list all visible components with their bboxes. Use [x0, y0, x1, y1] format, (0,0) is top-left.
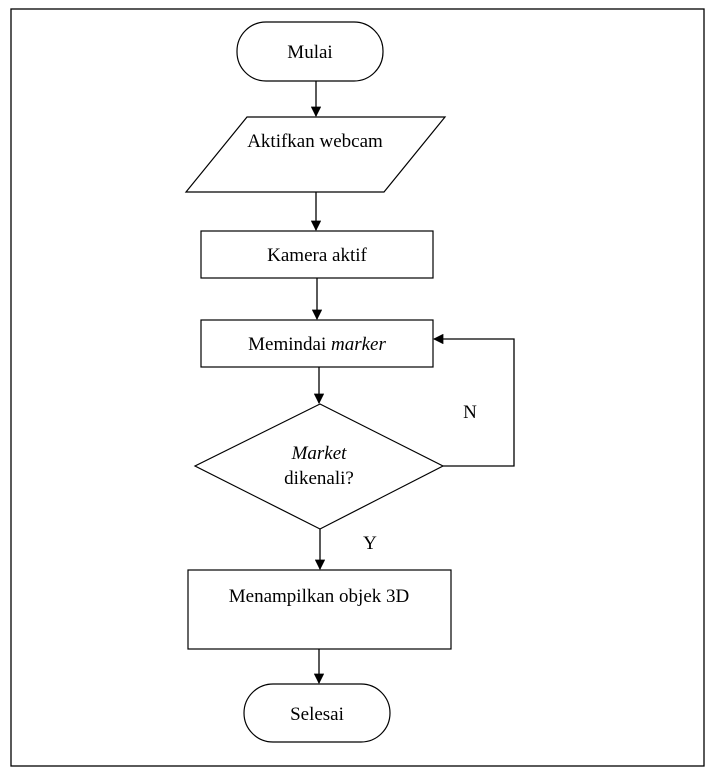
decision-line-1: Market — [291, 443, 348, 464]
input-parallelogram: Aktifkan webcam — [184, 116, 447, 193]
edge-label-yes: Y — [363, 533, 377, 554]
camera-label: Kamera aktif — [267, 245, 367, 266]
decision-line-2: dikenali? — [284, 468, 354, 489]
start-label: Mulai — [287, 42, 332, 63]
display-process-box: Menampilkan objek 3D — [187, 569, 452, 650]
start-terminator: Mulai — [236, 21, 384, 82]
edge-decision-no-loop — [432, 333, 515, 467]
scan-label-emphasis: marker — [331, 334, 386, 355]
scan-process-box: Memindai marker — [200, 319, 434, 368]
input-label: Aktifkan webcam — [247, 131, 383, 152]
edge-label-no: N — [463, 402, 477, 423]
decision-diamond: Market dikenali? — [193, 403, 445, 530]
outer-frame — [10, 8, 705, 767]
display-label: Menampilkan objek 3D — [229, 586, 409, 607]
end-label: Selesai — [290, 704, 344, 725]
scan-label: Memindai marker — [248, 334, 386, 355]
camera-process-box: Kamera aktif — [200, 230, 434, 279]
end-terminator: Selesai — [243, 683, 391, 743]
